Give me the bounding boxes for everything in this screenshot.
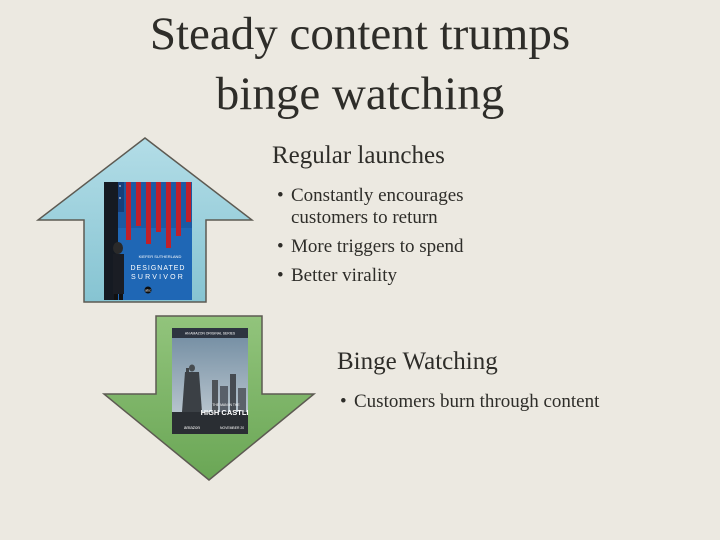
binge-watching-list: Customers burn through content (340, 391, 610, 420)
list-item: Better virality (277, 265, 537, 287)
high-castle-poster: AN AMAZON ORIGINAL SERIES THE MAN IN THE… (172, 328, 248, 434)
list-item: Constantly encourages customers to retur… (277, 185, 537, 229)
binge-watching-heading: Binge Watching (337, 348, 498, 375)
poster-brand-logo: amazon (184, 425, 201, 430)
poster-release-date: NOVEMBER 20 (220, 426, 244, 430)
poster-title-line-2: HIGH CASTLE (201, 408, 248, 417)
poster-network-logo: abc (145, 289, 151, 293)
poster-title-line-1: DESIGNATED (131, 265, 186, 272)
slide-title: Steady content trumps binge watching (0, 4, 720, 124)
designated-survivor-artwork: KIEFER SUTHERLAND DESIGNATED SURVIVOR ab… (104, 182, 192, 300)
list-item: More triggers to spend (277, 236, 537, 258)
list-item: Customers burn through content (340, 391, 610, 413)
slide-title-line-1: Steady content trumps (149, 8, 571, 60)
poster-title-line-1: THE MAN IN THE (212, 403, 240, 407)
poster-title-line-2: SURVIVOR (131, 274, 185, 281)
slide-title-line-2: binge watching (215, 68, 505, 120)
high-castle-artwork: AN AMAZON ORIGINAL SERIES THE MAN IN THE… (172, 328, 248, 434)
regular-launches-list: Constantly encourages customers to retur… (277, 185, 537, 294)
designated-survivor-poster: KIEFER SUTHERLAND DESIGNATED SURVIVOR ab… (104, 182, 192, 300)
regular-launches-heading: Regular launches (272, 142, 445, 169)
poster-actor-name: KIEFER SUTHERLAND (139, 254, 182, 259)
poster-tagline: AN AMAZON ORIGINAL SERIES (185, 332, 236, 336)
